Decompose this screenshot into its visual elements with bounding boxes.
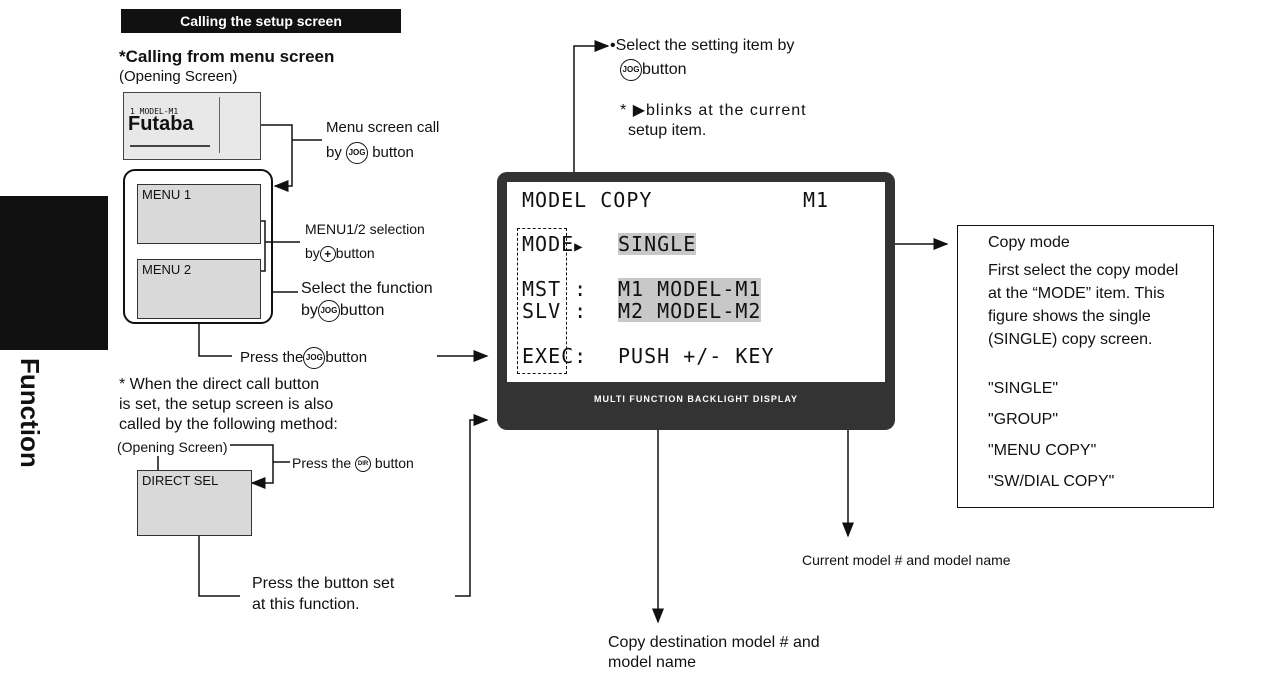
menu-selection-by-line: by+button — [305, 244, 375, 263]
copy-mode-panel — [957, 225, 1214, 508]
top-note-button-word: button — [642, 61, 687, 79]
thumb-bar — [130, 145, 210, 147]
dir-arrow — [230, 444, 274, 489]
thumb-divider — [219, 97, 256, 153]
top-note-line-1: •Select the setting item by — [610, 37, 795, 54]
press-set-leader — [198, 536, 240, 597]
blink-note-line-1: * ▶blinks at the current — [620, 102, 807, 120]
current-model-label: Current model # and model name — [802, 552, 1011, 568]
lcd-exec-label: EXEC: — [522, 344, 588, 368]
menu-call-by: by — [326, 143, 342, 161]
menu-2-box: MENU 2 — [137, 259, 261, 319]
lcd-caption: MULTI FUNCTION BACKLIGHT DISPLAY — [594, 394, 798, 404]
section-header: Calling the setup screen — [121, 9, 401, 33]
copy-option: "GROUP" — [988, 411, 1059, 428]
blink-triangle-icon: ▶ — [632, 102, 646, 119]
menu-selection-text: MENU1/2 selection — [305, 221, 425, 237]
lcd-mode-label: MODE▶ — [522, 233, 584, 258]
press-set-arrow — [455, 414, 489, 597]
menu-call-button-word: button — [372, 143, 414, 161]
menu-call-arrow — [259, 124, 293, 192]
blink-note-line-2: setup item. — [628, 122, 707, 139]
press-jog-leader — [198, 324, 232, 357]
dir-button-icon: DIR — [355, 456, 372, 473]
menu-1-box: MENU 1 — [137, 184, 261, 244]
press-button-word: button — [325, 348, 368, 366]
menu-call-by-line: by JOG button — [326, 142, 414, 164]
selection-button-word: button — [335, 245, 375, 261]
press-dir-line: Press the DIR button — [292, 454, 414, 473]
direct-note-line-2: is set, the setup screen is also — [119, 396, 334, 413]
copy-mode-title: Copy mode — [988, 234, 1070, 251]
press-set-line-2: at this function. — [252, 596, 360, 613]
blink-prefix: * — [620, 102, 628, 119]
copy-desc-2: at the “MODE” item. This — [988, 285, 1165, 302]
lcd-mst-value: M1 MODEL-M1 — [618, 277, 762, 301]
select-function-button-word: button — [339, 302, 385, 320]
copy-option: "SW/DIAL COPY" — [988, 473, 1115, 490]
plus-button-icon: + — [319, 246, 336, 263]
destination-label-2: model name — [608, 654, 697, 671]
lcd-exec-value: PUSH +/- KEY — [618, 344, 775, 368]
mode-label-text: MODE — [522, 232, 575, 256]
lcd-title: MODEL COPY — [522, 188, 653, 212]
copy-desc-1: First select the copy model — [988, 262, 1179, 279]
opening-screen-label: (Opening Screen) — [119, 68, 238, 85]
lcd-slv-value[interactable]: M2 MODEL-M2 — [618, 299, 762, 323]
futaba-logo: Futaba — [128, 113, 194, 135]
menu-frame — [123, 169, 273, 324]
jog-button-icon: JOG — [303, 347, 326, 369]
direct-note-line-3: called by the following method: — [119, 416, 338, 433]
left-subtitle: *Calling from menu screen — [119, 47, 335, 66]
lcd-mst-label: MST : — [522, 277, 588, 301]
blink-text: blinks at the current — [646, 102, 807, 119]
lcd-model-number: M1 — [803, 188, 830, 212]
copy-desc-4: (SINGLE) copy screen. — [988, 331, 1153, 348]
opening-screen-label-2: (Opening Screen) — [117, 439, 228, 455]
selection-by: by — [305, 245, 320, 261]
mode-cursor-icon: ▶ — [574, 239, 584, 255]
lcd-label-selection-box — [517, 228, 567, 374]
direct-note-line-1: * When the direct call button — [119, 376, 320, 393]
side-tab-label: Function — [15, 358, 45, 468]
press-dir-button-word: button — [374, 455, 414, 471]
copy-desc-3: figure shows the single — [988, 308, 1151, 325]
destination-label-1: Copy destination model # and — [608, 634, 820, 651]
press-set-line-1: Press the button set — [252, 575, 395, 592]
side-tab — [0, 196, 108, 350]
direct-sel-box: DIRECT SEL — [137, 470, 252, 536]
copy-option: "SINGLE" — [988, 380, 1059, 397]
select-function-text: Select the function — [301, 280, 433, 297]
menu-call-text: Menu screen call — [326, 119, 440, 136]
jog-button-icon: JOG — [620, 59, 642, 81]
thumb-model-line: 1 MODEL-M1 — [130, 107, 179, 116]
press-the: Press the — [240, 348, 304, 366]
opening-screen-thumbnail: 1 MODEL-M1 Futaba — [123, 92, 261, 160]
lcd-mode-value[interactable]: SINGLE — [618, 232, 697, 256]
select-function-by: by — [301, 302, 318, 320]
jog-button-icon: JOG — [317, 300, 340, 322]
copy-option: "MENU COPY" — [988, 442, 1097, 459]
lcd-slv-label: SLV : — [522, 299, 588, 323]
jog-button-icon: JOG — [346, 142, 369, 164]
press-dir-the: Press the — [292, 455, 352, 471]
